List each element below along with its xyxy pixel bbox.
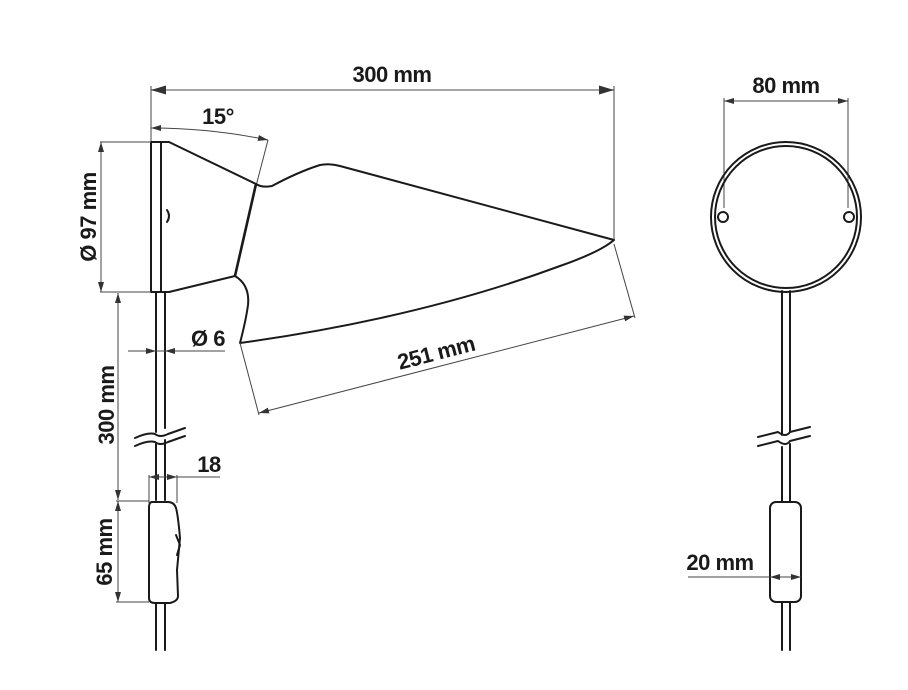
switch-length-label: 65 mm — [92, 518, 117, 585]
mounting-hole-right-icon — [843, 211, 855, 223]
inline-switch-side — [148, 501, 181, 604]
switch-depth-label: 18 — [197, 452, 221, 477]
switch-width-label: 20 mm — [686, 550, 753, 575]
hole-spacing-label: 80 mm — [752, 73, 819, 98]
canopy-diameter-label: Ø 97 mm — [76, 172, 101, 261]
cable-diameter-label: Ø 6 — [191, 326, 225, 351]
canopy-diameter-dimension: Ø 97 mm — [76, 141, 151, 293]
front-break-mark-icon — [757, 426, 811, 438]
canopy-front — [710, 141, 862, 293]
inline-switch-front — [769, 501, 802, 603]
switch-length-dimension: 65 mm — [92, 500, 149, 603]
tilt-angle-dimension: 15° — [150, 104, 269, 187]
switch-depth-dimension: 18 — [148, 452, 221, 503]
shade-length-dimension: 251 mm — [239, 243, 636, 416]
switch-width-dimension: 20 mm — [686, 550, 801, 580]
overall-length-label: 300 mm — [353, 62, 432, 87]
canopy-screw-icon — [166, 209, 170, 223]
cable-upper — [134, 291, 186, 501]
cable-length-label: 300 mm — [94, 366, 119, 445]
mounting-hole-left-icon — [717, 211, 729, 223]
lamp-shade — [234, 163, 615, 344]
break-mark-icon — [134, 427, 186, 439]
tilt-angle-label: 15° — [202, 104, 234, 129]
front-cable-lower — [781, 601, 791, 651]
front-cable-upper — [757, 290, 811, 503]
overall-length-dimension: 300 mm — [150, 62, 615, 240]
front-view: 80 mm 20 mm — [686, 73, 862, 651]
switch-rocker-icon — [175, 534, 181, 556]
cable-length-dimension: 300 mm — [94, 293, 121, 500]
shade-length-label: 251 mm — [395, 331, 478, 375]
cable-lower — [155, 602, 166, 651]
hole-spacing-dimension: 80 mm — [723, 73, 849, 208]
side-view: 300 mm 15° Ø 97 mm — [76, 62, 636, 651]
cable-diameter-dimension: Ø 6 — [128, 326, 226, 354]
canopy — [150, 141, 258, 293]
